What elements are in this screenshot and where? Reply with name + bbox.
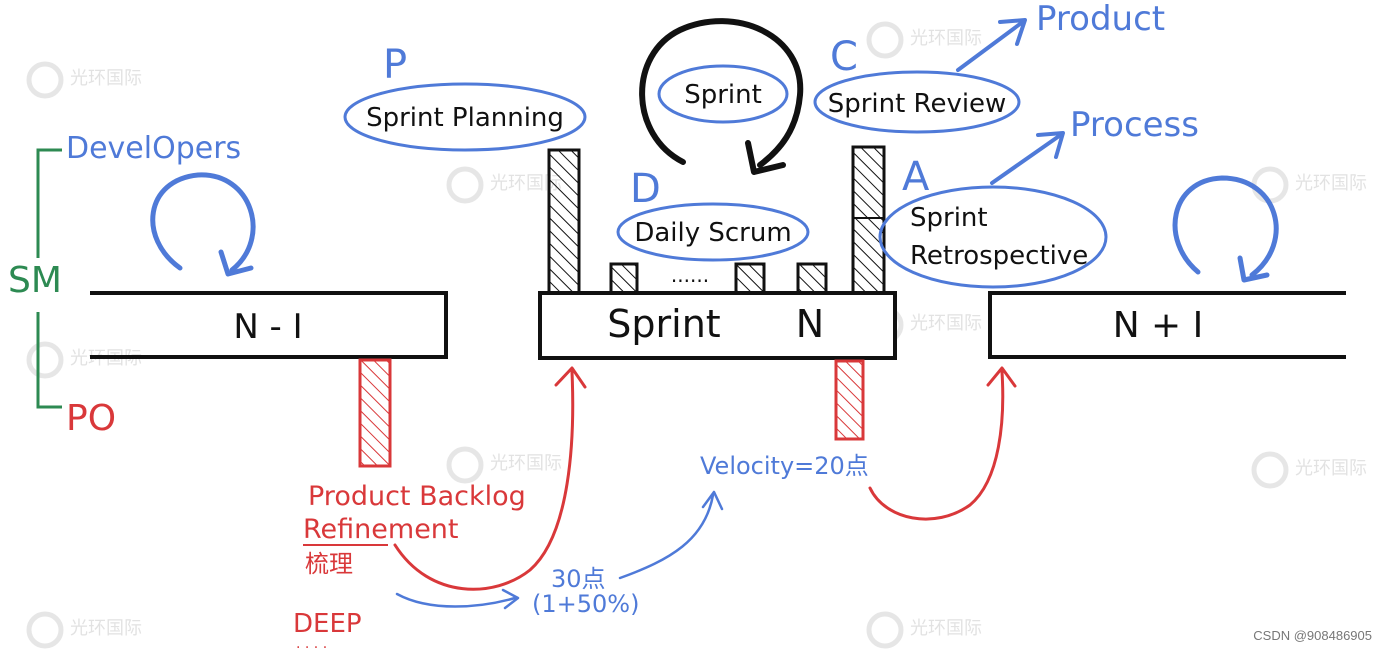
daily-block bbox=[609, 262, 639, 295]
points-to-velocity-arrow bbox=[618, 490, 724, 580]
sprint-current-number: N bbox=[796, 302, 824, 346]
refinement-to-sprint-arrow bbox=[393, 366, 587, 591]
sprint-planning-label: Sprint Planning bbox=[366, 103, 564, 133]
daily-block bbox=[734, 262, 766, 295]
review-retro-pillar bbox=[851, 145, 886, 295]
deep-label: DEEP bbox=[293, 609, 362, 639]
product-arrow bbox=[956, 18, 1027, 72]
watermark-text: 光环国际 bbox=[1295, 173, 1367, 194]
csdn-footer: CSDN @908486905 bbox=[1253, 628, 1372, 643]
sprint-loop-ellipse bbox=[657, 64, 789, 124]
sprint-review-ellipse bbox=[813, 70, 1021, 134]
watermark-text: 光环国际 bbox=[910, 28, 982, 49]
watermark-logo: 光环国际 bbox=[1251, 451, 1367, 489]
po-label: PO bbox=[66, 398, 116, 439]
watermark-logo: 光环国际 bbox=[446, 446, 562, 484]
backlog-refinement-pillar bbox=[358, 358, 392, 468]
plan-letter: P bbox=[383, 42, 407, 88]
sprint-prev-label: N - I bbox=[233, 307, 302, 347]
points-label: 30点 bbox=[551, 565, 606, 593]
daily-dots: ...... bbox=[671, 263, 709, 287]
act-letter: A bbox=[902, 154, 930, 200]
watermark-logo: 光环国际 bbox=[26, 61, 142, 99]
backlog-line-2: Refinement bbox=[303, 514, 459, 545]
watermark-text: 光环国际 bbox=[910, 313, 982, 334]
sprint-next-label: N + I bbox=[1113, 305, 1204, 346]
backlog-line-1: Product Backlog bbox=[308, 481, 526, 512]
velocity-to-next-arrow bbox=[868, 366, 1017, 521]
process-label: Process bbox=[1070, 105, 1199, 145]
daily-scrum-ellipse bbox=[616, 202, 810, 262]
velocity-pillar bbox=[834, 359, 865, 441]
watermark-text: 光环国际 bbox=[1295, 458, 1367, 479]
planning-pillar bbox=[547, 148, 581, 295]
daily-block bbox=[796, 262, 828, 295]
next-loop-arrow bbox=[1172, 175, 1279, 283]
process-arrow bbox=[990, 131, 1065, 185]
do-letter: D bbox=[630, 166, 661, 212]
sprint-next-bar bbox=[988, 291, 1346, 359]
sprint-current-box bbox=[538, 291, 897, 360]
watermark-logo: 光环国际 bbox=[1251, 166, 1367, 204]
sprint-cycle-arrow bbox=[639, 18, 804, 175]
watermark-text: 光环国际 bbox=[70, 618, 142, 639]
check-letter: C bbox=[830, 34, 858, 80]
watermark-logo: 光环国际 bbox=[446, 166, 562, 204]
roles-bracket bbox=[36, 148, 62, 409]
sprint-loop-label: Sprint bbox=[684, 80, 762, 110]
points-formula: (1+50%) bbox=[532, 590, 639, 618]
watermark-logo: 光环国际 bbox=[26, 341, 142, 379]
watermark-logo: 光环国际 bbox=[866, 611, 982, 649]
developers-loop-arrow bbox=[150, 172, 256, 277]
velocity-label: Velocity=20点 bbox=[700, 452, 869, 480]
watermark-text: 光环国际 bbox=[910, 618, 982, 639]
sprint-prev-bar bbox=[90, 291, 448, 359]
deep-dots: . . . . bbox=[296, 636, 327, 649]
sprint-current-word: Sprint bbox=[607, 302, 720, 346]
watermark-text: 光环国际 bbox=[490, 453, 562, 474]
sprint-review-label: Sprint Review bbox=[828, 89, 1007, 119]
watermark-logo: 光环国际 bbox=[26, 611, 142, 649]
watermark-logo: 光环国际 bbox=[866, 21, 982, 59]
sm-label: SM bbox=[8, 260, 62, 301]
retro-line-2: Retrospective bbox=[910, 241, 1088, 271]
watermark-text: 光环国际 bbox=[70, 68, 142, 89]
refinement-to-points-arrow bbox=[395, 588, 520, 610]
daily-scrum-label: Daily Scrum bbox=[634, 218, 791, 248]
planning-ellipse bbox=[343, 82, 587, 152]
product-label: Product bbox=[1036, 0, 1165, 39]
developers-label: DevelOpers bbox=[66, 131, 241, 166]
backlog-chinese: 梳理 bbox=[305, 550, 353, 578]
retrospective-ellipse bbox=[878, 185, 1108, 289]
retro-line-1: Sprint bbox=[910, 203, 988, 233]
watermark-text: 光环国际 bbox=[490, 173, 562, 194]
